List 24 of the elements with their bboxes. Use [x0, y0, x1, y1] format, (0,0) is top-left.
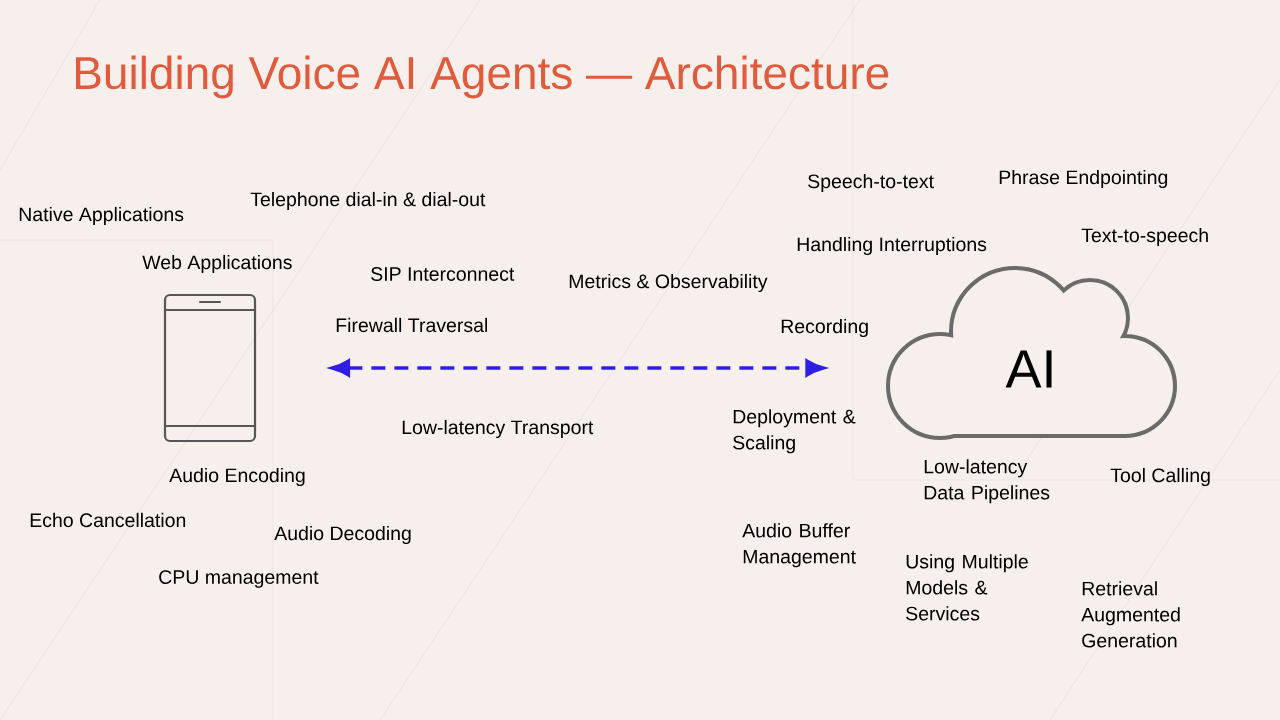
- feature-label: Telephone dial-in & dial-out: [250, 191, 486, 211]
- feature-label: Native Applications: [19, 206, 184, 226]
- feature-label: Speech-to-text: [808, 173, 934, 193]
- feature-label: Echo Cancellation: [30, 512, 186, 528]
- feature-label: Firewall Traversal: [336, 317, 487, 333]
- feature-label: CPU management: [159, 570, 319, 588]
- feature-label: Retrieval Augmented Generation: [1081, 581, 1180, 648]
- feature-label: Phrase Endpointing: [999, 169, 1168, 189]
- feature-label: Using Multiple Models & Services: [906, 554, 1028, 621]
- feature-label: Audio Encoding: [169, 467, 305, 487]
- feature-label: Low-latency Transport: [402, 419, 594, 439]
- feature-label: Deployment & Scaling: [733, 409, 856, 454]
- feature-label: Recording: [781, 318, 868, 338]
- feature-label: Audio Buffer Management: [742, 523, 856, 568]
- feature-label: Handling Interruptions: [797, 236, 987, 256]
- feature-label: Web Applications: [142, 254, 292, 274]
- feature-label: Metrics & Observability: [569, 273, 768, 293]
- feature-label: Tool Calling: [1110, 467, 1210, 487]
- title: Building Voice AI Agents — Architecture: [76, 55, 889, 99]
- phone-icon: [163, 293, 257, 443]
- feature-label: Text-to-speech: [1081, 227, 1208, 247]
- feature-label: Low-latency Data Pipelines: [924, 459, 1050, 504]
- feature-label: SIP Interconnect: [371, 267, 515, 281]
- feature-label: Audio Decoding: [274, 525, 411, 545]
